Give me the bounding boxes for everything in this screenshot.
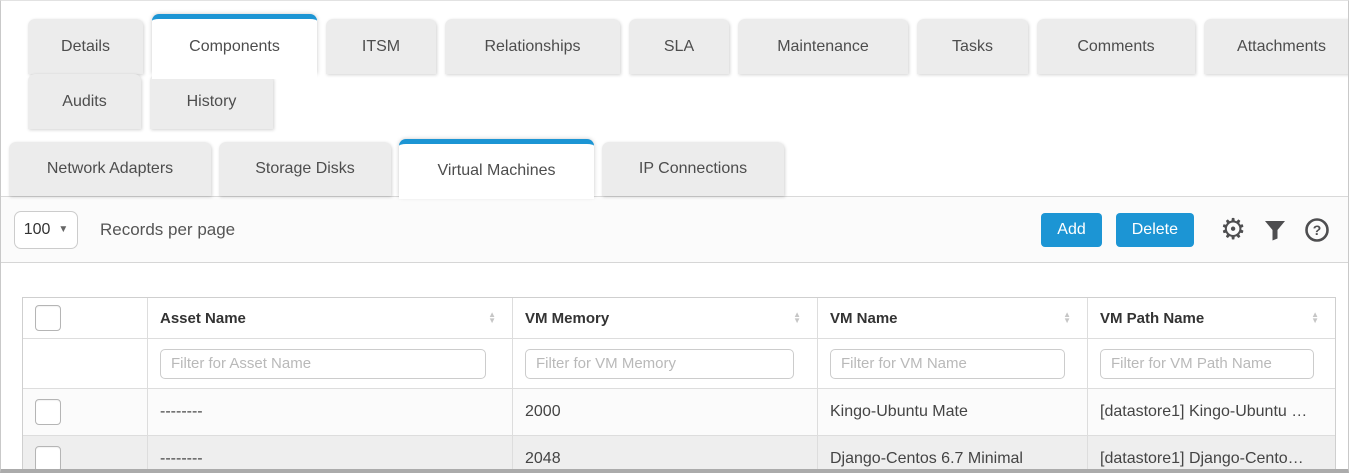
vm-path-name-cell: [datastore1] Kingo-Ubuntu … bbox=[1100, 403, 1308, 420]
tab-attachments[interactable]: Attachments bbox=[1204, 19, 1348, 74]
tab-label: Attachments bbox=[1237, 37, 1326, 55]
vm-name-cell: Django-Centos 6.7 Minimal bbox=[818, 436, 1088, 469]
tab-label: Relationships bbox=[484, 37, 581, 55]
tab-components[interactable]: Components bbox=[152, 14, 317, 79]
tab-label: Audits bbox=[62, 92, 107, 110]
tab-label: Tasks bbox=[952, 37, 993, 55]
vm-memory-cell: 2048 bbox=[513, 436, 818, 469]
tab-label: Maintenance bbox=[777, 37, 869, 55]
main-tab-bar: Details Components ITSM Relationships SL… bbox=[1, 1, 1348, 79]
tab-label: ITSM bbox=[361, 37, 401, 55]
column-label: Asset Name bbox=[160, 309, 246, 327]
row-checkbox[interactable] bbox=[35, 446, 61, 469]
records-per-page-value: 100 bbox=[23, 220, 51, 238]
select-all-cell bbox=[23, 298, 148, 338]
subtab-ip-connections[interactable]: IP Connections bbox=[602, 142, 784, 196]
tab-itsm[interactable]: ITSM bbox=[326, 19, 436, 74]
row-select-cell bbox=[23, 389, 148, 435]
sort-arrows-icon: ▲▼ bbox=[793, 310, 801, 325]
filter-vm-name-input[interactable] bbox=[830, 348, 1066, 379]
column-label: VM Memory bbox=[525, 309, 610, 327]
tab-relationships[interactable]: Relationships bbox=[445, 19, 620, 74]
select-all-checkbox[interactable] bbox=[35, 305, 61, 331]
virtual-machines-table: Asset Name ▲▼ VM Memory ▲▼ VM Name ▲▼ VM… bbox=[22, 297, 1336, 469]
tab-label: Components bbox=[189, 37, 280, 55]
table-toolbar: 100 ▼ Records per page Add Delete ⚙ ? bbox=[1, 197, 1348, 263]
records-per-page-label: Records per page bbox=[100, 219, 236, 239]
subtab-storage-disks[interactable]: Storage Disks bbox=[219, 142, 391, 196]
column-label: VM Path Name bbox=[1100, 309, 1205, 327]
subtab-label: Network Adapters bbox=[46, 160, 174, 177]
chevron-down-icon: ▼ bbox=[58, 224, 69, 235]
sort-arrows-icon: ▲▼ bbox=[1311, 310, 1319, 325]
table-filter-row bbox=[23, 338, 1335, 388]
sort-arrows-icon: ▲▼ bbox=[1063, 310, 1071, 325]
table-row: -------- 2000 Kingo-Ubuntu Mate [datasto… bbox=[23, 388, 1335, 435]
subtab-virtual-machines[interactable]: Virtual Machines bbox=[399, 139, 594, 199]
tab-tasks[interactable]: Tasks bbox=[917, 19, 1028, 74]
delete-button[interactable]: Delete bbox=[1115, 212, 1194, 247]
add-button[interactable]: Add bbox=[1041, 212, 1102, 247]
column-label: VM Name bbox=[830, 309, 898, 327]
table-header-row: Asset Name ▲▼ VM Memory ▲▼ VM Name ▲▼ VM… bbox=[23, 298, 1335, 338]
sort-arrows-icon: ▲▼ bbox=[488, 310, 496, 325]
filter-vm-memory-input[interactable] bbox=[525, 348, 794, 379]
tab-maintenance[interactable]: Maintenance bbox=[738, 19, 908, 74]
tab-history[interactable]: History bbox=[150, 74, 273, 129]
vm-memory-cell: 2000 bbox=[513, 389, 818, 435]
column-header-asset-name[interactable]: Asset Name ▲▼ bbox=[148, 298, 513, 338]
filter-vm-path-name-input[interactable] bbox=[1100, 348, 1315, 379]
tab-comments[interactable]: Comments bbox=[1037, 19, 1195, 74]
asset-name-cell: -------- bbox=[148, 389, 513, 435]
tab-label: SLA bbox=[663, 37, 695, 55]
svg-text:?: ? bbox=[1313, 222, 1322, 238]
main-tab-bar-row2: Audits History bbox=[1, 74, 1348, 129]
tab-sla[interactable]: SLA bbox=[629, 19, 729, 74]
toolbar-icon-group: ⚙ ? bbox=[1220, 215, 1330, 244]
subtab-network-adapters[interactable]: Network Adapters bbox=[9, 142, 211, 196]
settings-gear-icon[interactable]: ⚙ bbox=[1220, 212, 1246, 246]
subtab-label: Virtual Machines bbox=[437, 161, 556, 179]
tab-label: History bbox=[186, 92, 237, 110]
records-per-page-select[interactable]: 100 ▼ bbox=[14, 210, 78, 249]
help-question-icon[interactable]: ? bbox=[1304, 217, 1330, 243]
tab-audits[interactable]: Audits bbox=[28, 74, 141, 129]
filter-funnel-icon[interactable] bbox=[1263, 218, 1287, 242]
row-checkbox[interactable] bbox=[35, 399, 61, 425]
column-header-vm-name[interactable]: VM Name ▲▼ bbox=[818, 298, 1088, 338]
tab-details[interactable]: Details bbox=[28, 19, 143, 74]
table-row: -------- 2048 Django-Centos 6.7 Minimal … bbox=[23, 435, 1335, 469]
column-header-vm-path-name[interactable]: VM Path Name ▲▼ bbox=[1088, 298, 1335, 338]
column-header-vm-memory[interactable]: VM Memory ▲▼ bbox=[513, 298, 818, 338]
row-select-cell bbox=[23, 436, 148, 469]
asset-name-cell: -------- bbox=[148, 436, 513, 469]
component-tab-bar: Network Adapters Storage Disks Virtual M… bbox=[1, 139, 1348, 199]
tab-label: Details bbox=[61, 37, 110, 55]
vm-name-cell: Kingo-Ubuntu Mate bbox=[818, 389, 1088, 435]
filter-empty-cell bbox=[23, 339, 148, 388]
vm-path-name-cell: [datastore1] Django-Cento… bbox=[1100, 450, 1304, 467]
filter-asset-name-input[interactable] bbox=[160, 348, 487, 379]
tab-label: Comments bbox=[1077, 37, 1155, 55]
subtab-label: IP Connections bbox=[638, 160, 748, 177]
subtab-label: Storage Disks bbox=[255, 160, 355, 177]
